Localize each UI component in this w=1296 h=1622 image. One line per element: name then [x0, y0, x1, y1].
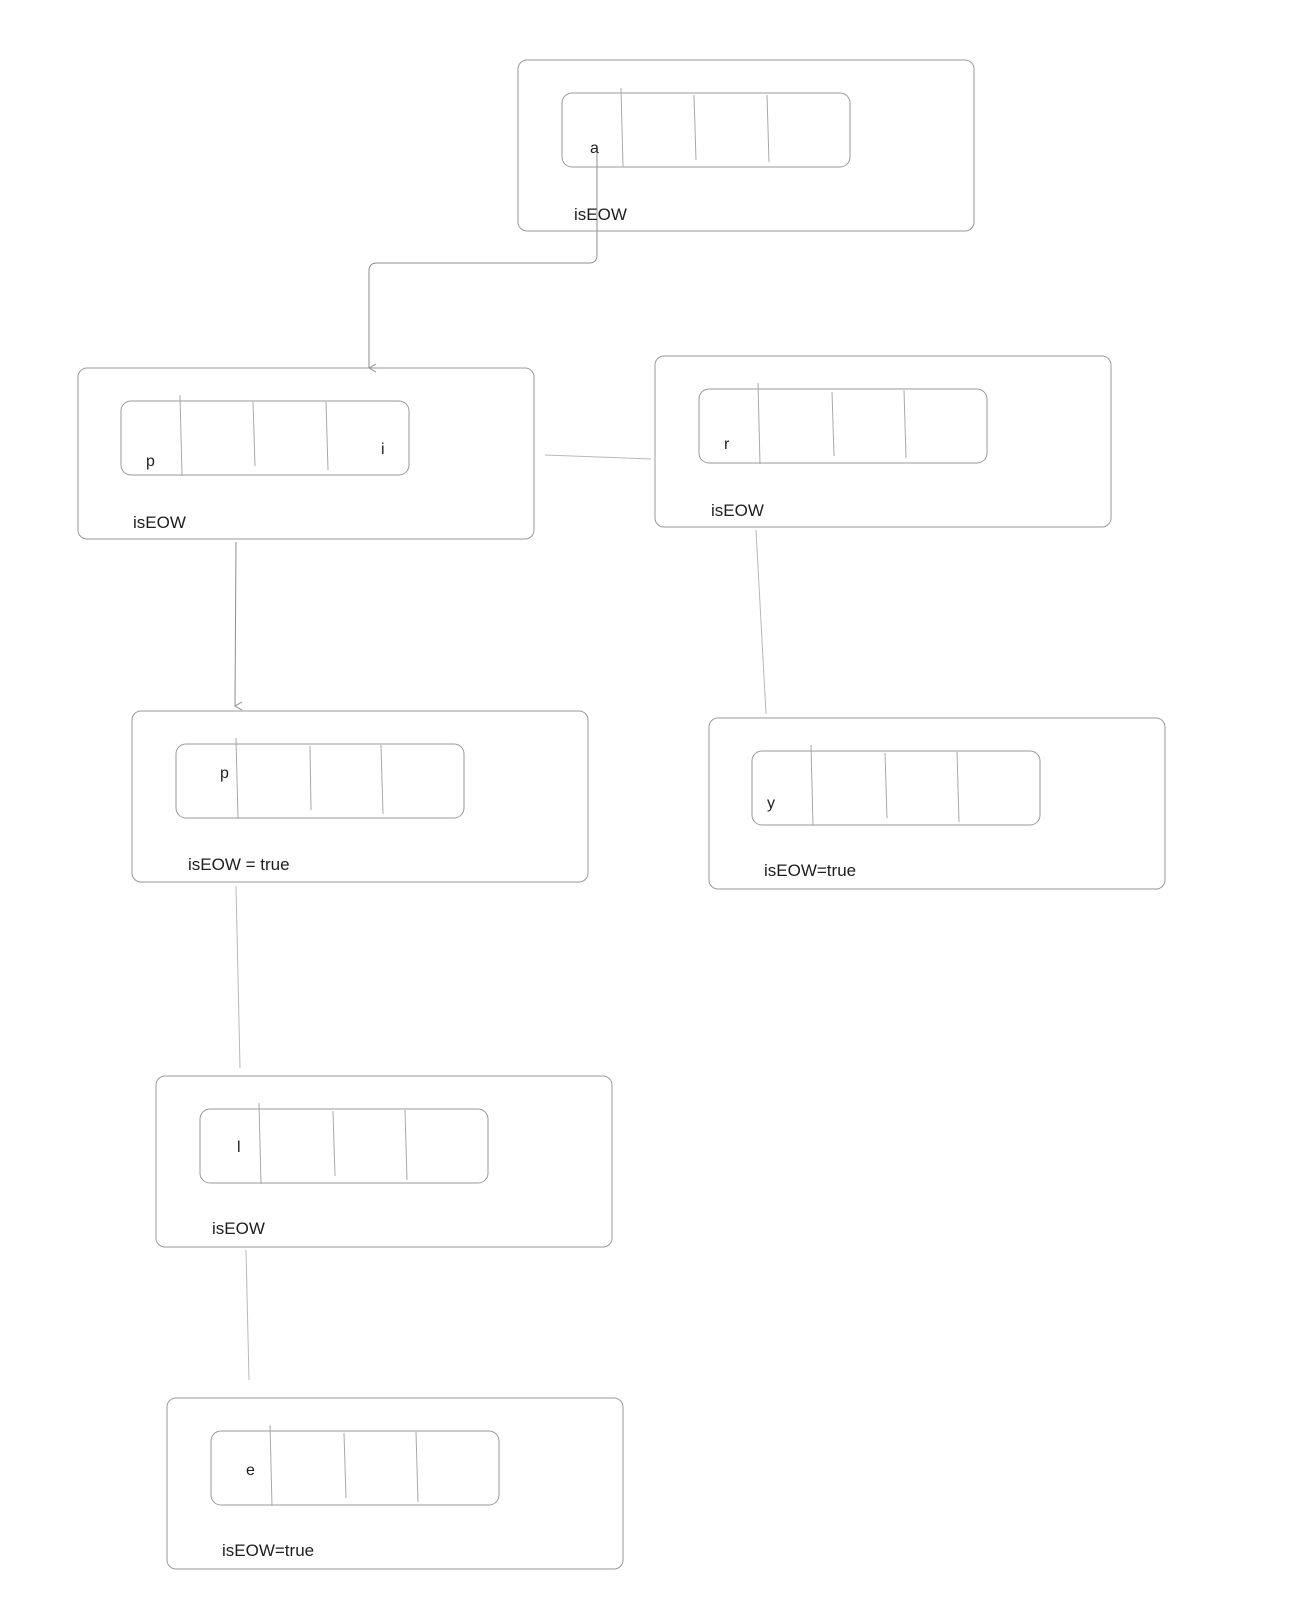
cell-divider	[810, 744, 814, 827]
cell-char: i	[381, 441, 385, 458]
cell-char: l	[237, 1139, 241, 1156]
children-array	[751, 750, 1041, 826]
node-box	[708, 717, 1166, 890]
cell-divider	[757, 382, 761, 465]
eow-flag-label: isEOW=true	[764, 861, 856, 880]
cell-char: a	[590, 140, 599, 157]
node-box	[131, 710, 589, 883]
edge-l-to-e	[245, 1249, 250, 1381]
cell-divider	[766, 94, 770, 163]
cell-divider	[380, 744, 384, 815]
children-array	[199, 1108, 489, 1184]
node-box	[77, 367, 535, 540]
trie-node-pi: p i isEOW	[77, 367, 535, 540]
cell-divider	[309, 745, 312, 811]
node-box	[155, 1075, 613, 1248]
node-box	[517, 59, 975, 232]
cell-divider	[252, 401, 256, 467]
cell-divider	[325, 401, 329, 471]
cell-divider	[693, 94, 697, 161]
children-array	[175, 743, 465, 819]
edge-a-to-pi	[367, 150, 598, 373]
children-array	[120, 400, 410, 476]
cell-divider	[179, 394, 183, 477]
trie-node-a: a isEOW	[517, 59, 975, 232]
cell-divider	[332, 1110, 336, 1177]
cell-divider	[258, 1102, 262, 1185]
cell-divider	[415, 1431, 419, 1503]
children-array	[698, 388, 988, 464]
trie-node-p: p isEOW = true	[131, 710, 589, 883]
edge-pi-to-r	[544, 454, 652, 460]
trie-node-r: r isEOW	[654, 355, 1112, 528]
eow-flag-label: isEOW = true	[188, 855, 290, 874]
cell-char: e	[246, 1462, 255, 1479]
trie-node-y: y isEOW=true	[708, 717, 1166, 890]
cell-divider	[956, 751, 960, 823]
cell-divider	[884, 752, 888, 819]
edge-pi-to-p	[233, 541, 243, 711]
cell-divider	[404, 1109, 408, 1181]
cell-divider	[269, 1424, 273, 1507]
cell-divider	[831, 391, 835, 457]
trie-node-l: l isEOW	[155, 1075, 613, 1248]
cell-char: p	[220, 765, 229, 782]
cell-divider	[903, 389, 907, 459]
edge-p-to-l	[235, 885, 241, 1069]
eow-flag-label: isEOW=true	[222, 1541, 314, 1560]
eow-flag-label: isEOW	[711, 501, 764, 520]
eow-flag-label: isEOW	[133, 513, 186, 532]
children-array	[210, 1430, 500, 1506]
cell-divider	[620, 87, 624, 168]
cell-divider	[235, 737, 239, 820]
edge-r-to-y	[755, 529, 767, 715]
children-array	[561, 92, 851, 168]
cell-char: r	[724, 436, 730, 453]
cell-char: p	[146, 453, 155, 470]
edges	[233, 150, 767, 1381]
eow-flag-label: isEOW	[212, 1219, 265, 1238]
cell-char: y	[767, 795, 775, 812]
node-box	[166, 1397, 624, 1570]
cell-divider	[343, 1432, 347, 1499]
eow-flag-label: isEOW	[574, 205, 627, 224]
node-box	[654, 355, 1112, 528]
trie-node-e: e isEOW=true	[166, 1397, 624, 1570]
